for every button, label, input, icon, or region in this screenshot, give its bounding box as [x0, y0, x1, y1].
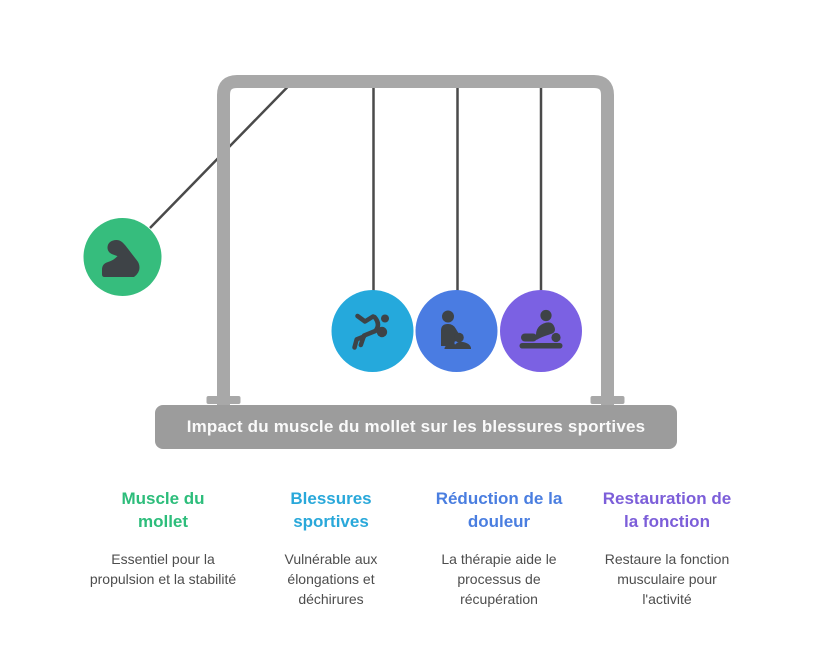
ball-blessures: [331, 290, 414, 372]
falling-person-limbs: [352, 313, 381, 350]
ball-muscle: [83, 218, 162, 296]
ball-reduction: [415, 290, 498, 372]
title-banner: Impact du muscle du mollet sur les bless…: [155, 405, 677, 449]
legend-title: Muscle du mollet: [121, 489, 205, 531]
ball-restauration: [500, 290, 582, 372]
legend-item-restauration: Restauration de la fonction Restaure la …: [583, 487, 751, 609]
legend-item-reduction: Réduction de la douleur La thérapie aide…: [415, 487, 583, 609]
legend-description: Vulnérable aux élongations et déchirures: [284, 551, 378, 607]
cradle-left-foot: [206, 396, 241, 404]
legend-description: Restaure la fonction musculaire pour l'a…: [604, 551, 730, 607]
legend-title: Blessures sportives: [290, 489, 372, 531]
legend-description: Essentiel pour la propulsion et la stabi…: [89, 551, 237, 587]
legend-title: Restauration de la fonction: [602, 489, 732, 531]
legend-title: Réduction de la douleur: [435, 489, 563, 531]
massage-seated-icon: [441, 310, 471, 349]
newtons-cradle-graphic: [83, 75, 625, 405]
cradle-frame: [217, 75, 614, 405]
cradle-right-foot: [590, 396, 625, 404]
flexed-bicep-icon: [102, 240, 140, 277]
falling-person-icon: [352, 313, 389, 350]
legend-item-muscle: Muscle du mollet Essentiel pour la propu…: [79, 487, 247, 609]
legend-description: La thérapie aide le processus de récupér…: [441, 551, 557, 607]
massage-table-icon: [519, 309, 563, 349]
legend-item-blessures: Blessures sportives Vulnérable aux élong…: [247, 487, 415, 609]
legend-row: Muscle du mollet Essentiel pour la propu…: [79, 487, 751, 609]
